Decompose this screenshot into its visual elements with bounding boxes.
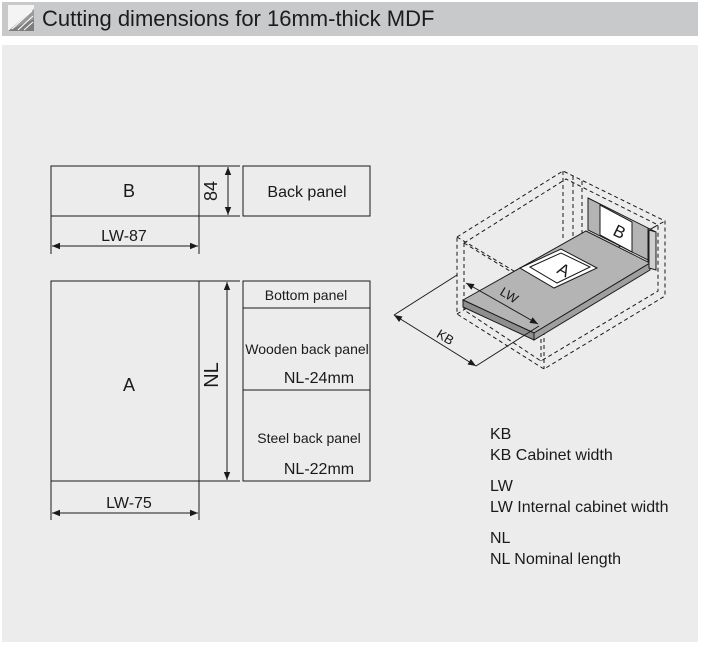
kb-label: KB bbox=[434, 326, 457, 348]
legend-abbr: KB bbox=[490, 426, 512, 443]
header-bar: Cutting dimensions for 16mm-thick MDF bbox=[2, 2, 698, 36]
legend-text: KB Cabinet width bbox=[490, 447, 613, 464]
legend-item: LW LW Internal cabinet width bbox=[490, 476, 668, 518]
page-title: Cutting dimensions for 16mm-thick MDF bbox=[42, 6, 435, 31]
legend-item: NL NL Nominal length bbox=[490, 528, 668, 570]
a-width-label: LW-75 bbox=[106, 495, 152, 512]
panel-b-label: B bbox=[123, 181, 135, 201]
b-width-label: LW-87 bbox=[101, 228, 147, 245]
back-panel-box bbox=[242, 165, 371, 217]
legend-text: NL Nominal length bbox=[490, 551, 622, 568]
panel-a bbox=[50, 280, 200, 482]
wooden-back-panel-dim: NL-24mm bbox=[284, 370, 354, 387]
pattern-icon bbox=[8, 5, 34, 31]
a-height-label: NL bbox=[201, 362, 223, 388]
legend-abbr: NL bbox=[490, 530, 511, 547]
steel-back-panel-dim: NL-22mm bbox=[284, 461, 354, 478]
b-height-label: 84 bbox=[201, 181, 221, 201]
legend: KB KB Cabinet width LW LW Internal cabin… bbox=[490, 424, 668, 580]
panel-table bbox=[242, 280, 371, 482]
legend-item: KB KB Cabinet width bbox=[490, 424, 668, 466]
wooden-back-panel-label: Wooden back panel bbox=[245, 341, 369, 357]
bottom-panel-label: Bottom panel bbox=[265, 287, 348, 303]
legend-abbr: LW bbox=[490, 478, 513, 495]
steel-back-panel-label: Steel back panel bbox=[257, 430, 361, 446]
panel-b bbox=[50, 165, 200, 217]
drawer-illustration bbox=[393, 170, 666, 370]
legend-text: LW Internal cabinet width bbox=[490, 499, 669, 516]
panel-a-label: A bbox=[123, 375, 135, 395]
back-panel-label: Back panel bbox=[267, 184, 346, 201]
